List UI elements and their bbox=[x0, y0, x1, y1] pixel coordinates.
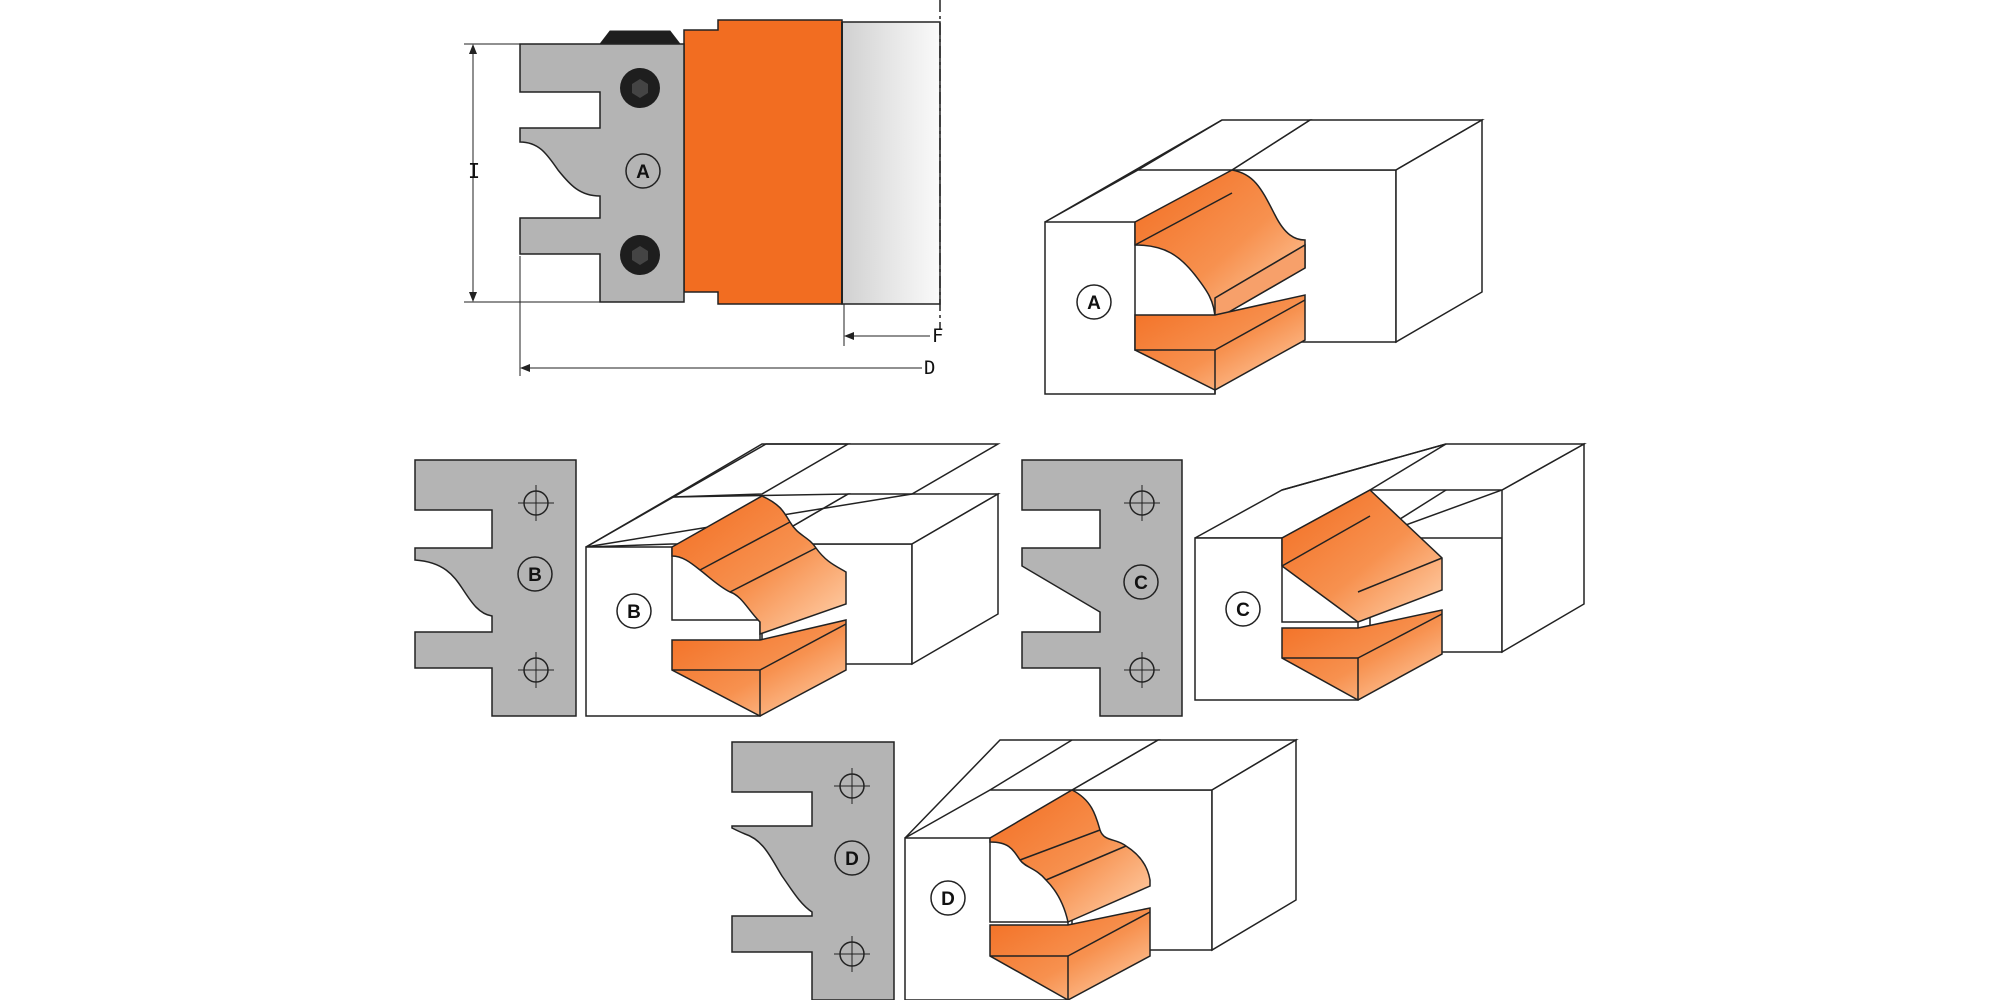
shaft bbox=[841, 21, 941, 305]
profile-knife-d-label: D bbox=[845, 849, 859, 870]
mounting-hole-bottom bbox=[1124, 652, 1160, 688]
dimension-i: I bbox=[464, 43, 600, 303]
dimension-d: D bbox=[519, 256, 935, 379]
profile-knife-b: B bbox=[414, 459, 577, 717]
mounting-hole-top bbox=[834, 768, 870, 804]
profile-knife-b-label: B bbox=[528, 565, 542, 586]
dimension-f-label: F bbox=[932, 325, 943, 347]
workpiece-b-label: B bbox=[627, 602, 641, 623]
knife-clamp-nut bbox=[598, 30, 682, 45]
workpiece-c: C bbox=[1194, 442, 1587, 701]
mounting-hole-bottom bbox=[834, 936, 870, 972]
dimension-d-label: D bbox=[924, 357, 935, 379]
knife-a-label: A bbox=[636, 162, 650, 183]
workpiece-a: A bbox=[1044, 118, 1485, 395]
screw-top bbox=[620, 68, 660, 108]
workpiece-c-label: C bbox=[1236, 600, 1250, 621]
screw-bottom bbox=[620, 235, 660, 275]
mounting-hole-top bbox=[1124, 485, 1160, 521]
cutter-head: A I F D bbox=[464, 0, 943, 379]
workpiece-a-label: A bbox=[1087, 293, 1101, 314]
profile-knife-d: D bbox=[731, 741, 895, 1000]
cutter-body bbox=[683, 19, 843, 305]
mounting-hole-top bbox=[518, 485, 554, 521]
knife-a-label-circle bbox=[625, 153, 661, 189]
workpiece-d: D bbox=[904, 738, 1299, 1000]
profile-knife-c-label: C bbox=[1134, 573, 1148, 594]
workpiece-b: B bbox=[585, 443, 1001, 717]
dimension-i-label: I bbox=[468, 159, 480, 183]
workpiece-d-label: D bbox=[941, 889, 955, 910]
mounting-hole-bottom bbox=[518, 652, 554, 688]
profile-knife-c: C bbox=[1021, 459, 1183, 717]
dimension-f: F bbox=[843, 304, 943, 347]
